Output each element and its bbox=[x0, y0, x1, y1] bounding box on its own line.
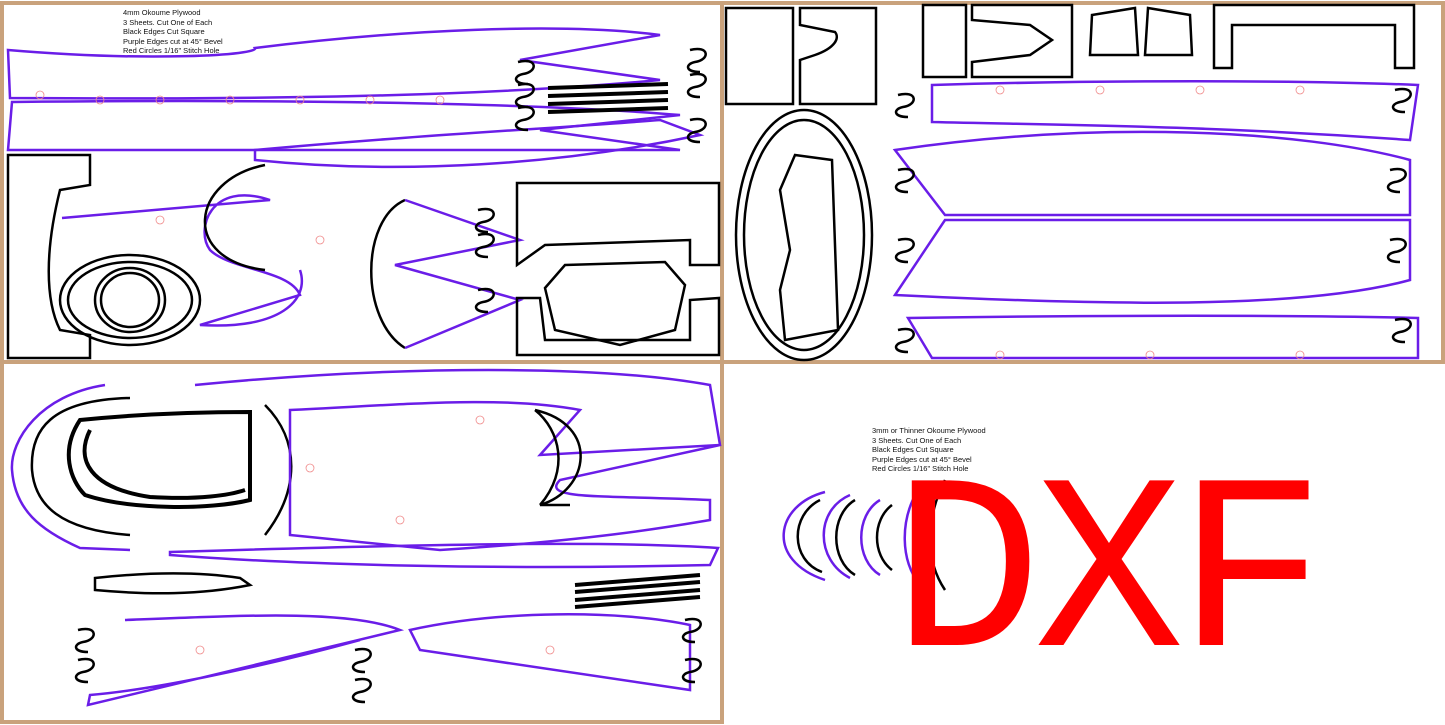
note-line: 3mm or Thinner Okoume Plywood bbox=[872, 426, 986, 435]
thin-sheet-parts bbox=[782, 479, 947, 591]
note-line: Red Circles 1/16" Stitch Hole bbox=[872, 464, 969, 474]
note-line: Black Edges Cut Square bbox=[872, 445, 954, 455]
note-line: Black Edges Cut Square bbox=[123, 27, 205, 37]
sheet-2-parts bbox=[724, 3, 1420, 362]
sheet-3-parts bbox=[10, 368, 722, 707]
sheet-3 bbox=[0, 360, 724, 724]
note-line: 3 Sheets. Cut One of Each bbox=[872, 435, 962, 445]
note-line: Red Circles 1/16" Stitch Hole bbox=[123, 46, 220, 56]
note-line: 4mm Okoume Plywood bbox=[123, 8, 201, 17]
dxf-logo: DXF bbox=[892, 438, 1326, 721]
note-line: Purple Edges cut at 45° Bevel bbox=[123, 36, 223, 46]
stitch-holes bbox=[35, 85, 1305, 655]
sheet-2 bbox=[720, 1, 1445, 364]
sheet-1-parts bbox=[6, 27, 721, 360]
thin-sheet-notes: 3mm or Thinner Okoume Plywood 3 Sheets. … bbox=[872, 426, 986, 474]
note-line: 3 Sheets. Cut One of Each bbox=[123, 17, 213, 27]
note-line: Purple Edges cut at 45° Bevel bbox=[872, 454, 972, 464]
thick-sheet-notes: 4mm Okoume Plywood 3 Sheets. Cut One of … bbox=[123, 8, 223, 56]
